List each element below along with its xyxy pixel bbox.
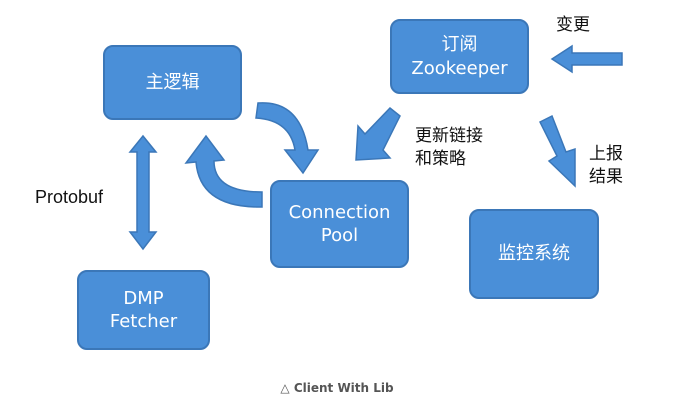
zookeeper-label-line2: Zookeeper [411, 57, 508, 79]
report-arrow [538, 114, 576, 188]
connection-pool-label-line1: Connection [288, 201, 391, 223]
protobuf-label-text: Protobuf [35, 187, 104, 207]
caption-text: Client With Lib [293, 381, 394, 395]
update-label-line1: 更新链接 [415, 126, 483, 146]
zookeeper-box: 订阅 Zookeeper [390, 19, 529, 94]
change-label: 变更 [556, 14, 590, 37]
monitor-box: 监控系统 [469, 209, 599, 299]
dmp-fetcher-box: DMP Fetcher [77, 270, 210, 350]
change-label-text: 变更 [556, 15, 590, 35]
update-label: 更新链接 和策略 [415, 125, 483, 171]
connection-pool-box: Connection Pool [270, 180, 409, 268]
figure-caption: △ Client With Lib [0, 381, 674, 395]
change-arrow [550, 44, 623, 74]
cycle-arrow-left [184, 134, 263, 208]
main-logic-box: 主逻辑 [103, 45, 242, 120]
connection-pool-label-line2: Pool [320, 225, 359, 246]
dmp-fetcher-label-line1: DMP [123, 287, 164, 309]
protobuf-label: Protobuf [35, 185, 103, 209]
monitor-label: 监控系统 [498, 243, 570, 265]
main-logic-label: 主逻辑 [145, 71, 200, 93]
update-label-line2: 和策略 [415, 148, 466, 169]
update-arrow [355, 106, 401, 161]
zookeeper-label-line1: 订阅 [441, 34, 478, 56]
protobuf-arrow [128, 134, 158, 251]
report-label-line2: 结果 [589, 166, 623, 187]
dmp-fetcher-label-line2: Fetcher [109, 311, 178, 332]
report-label-line1: 上报 [589, 144, 623, 164]
report-label: 上报 结果 [589, 143, 623, 189]
triangle-icon: △ [280, 381, 290, 395]
cycle-arrow-right [255, 102, 320, 175]
